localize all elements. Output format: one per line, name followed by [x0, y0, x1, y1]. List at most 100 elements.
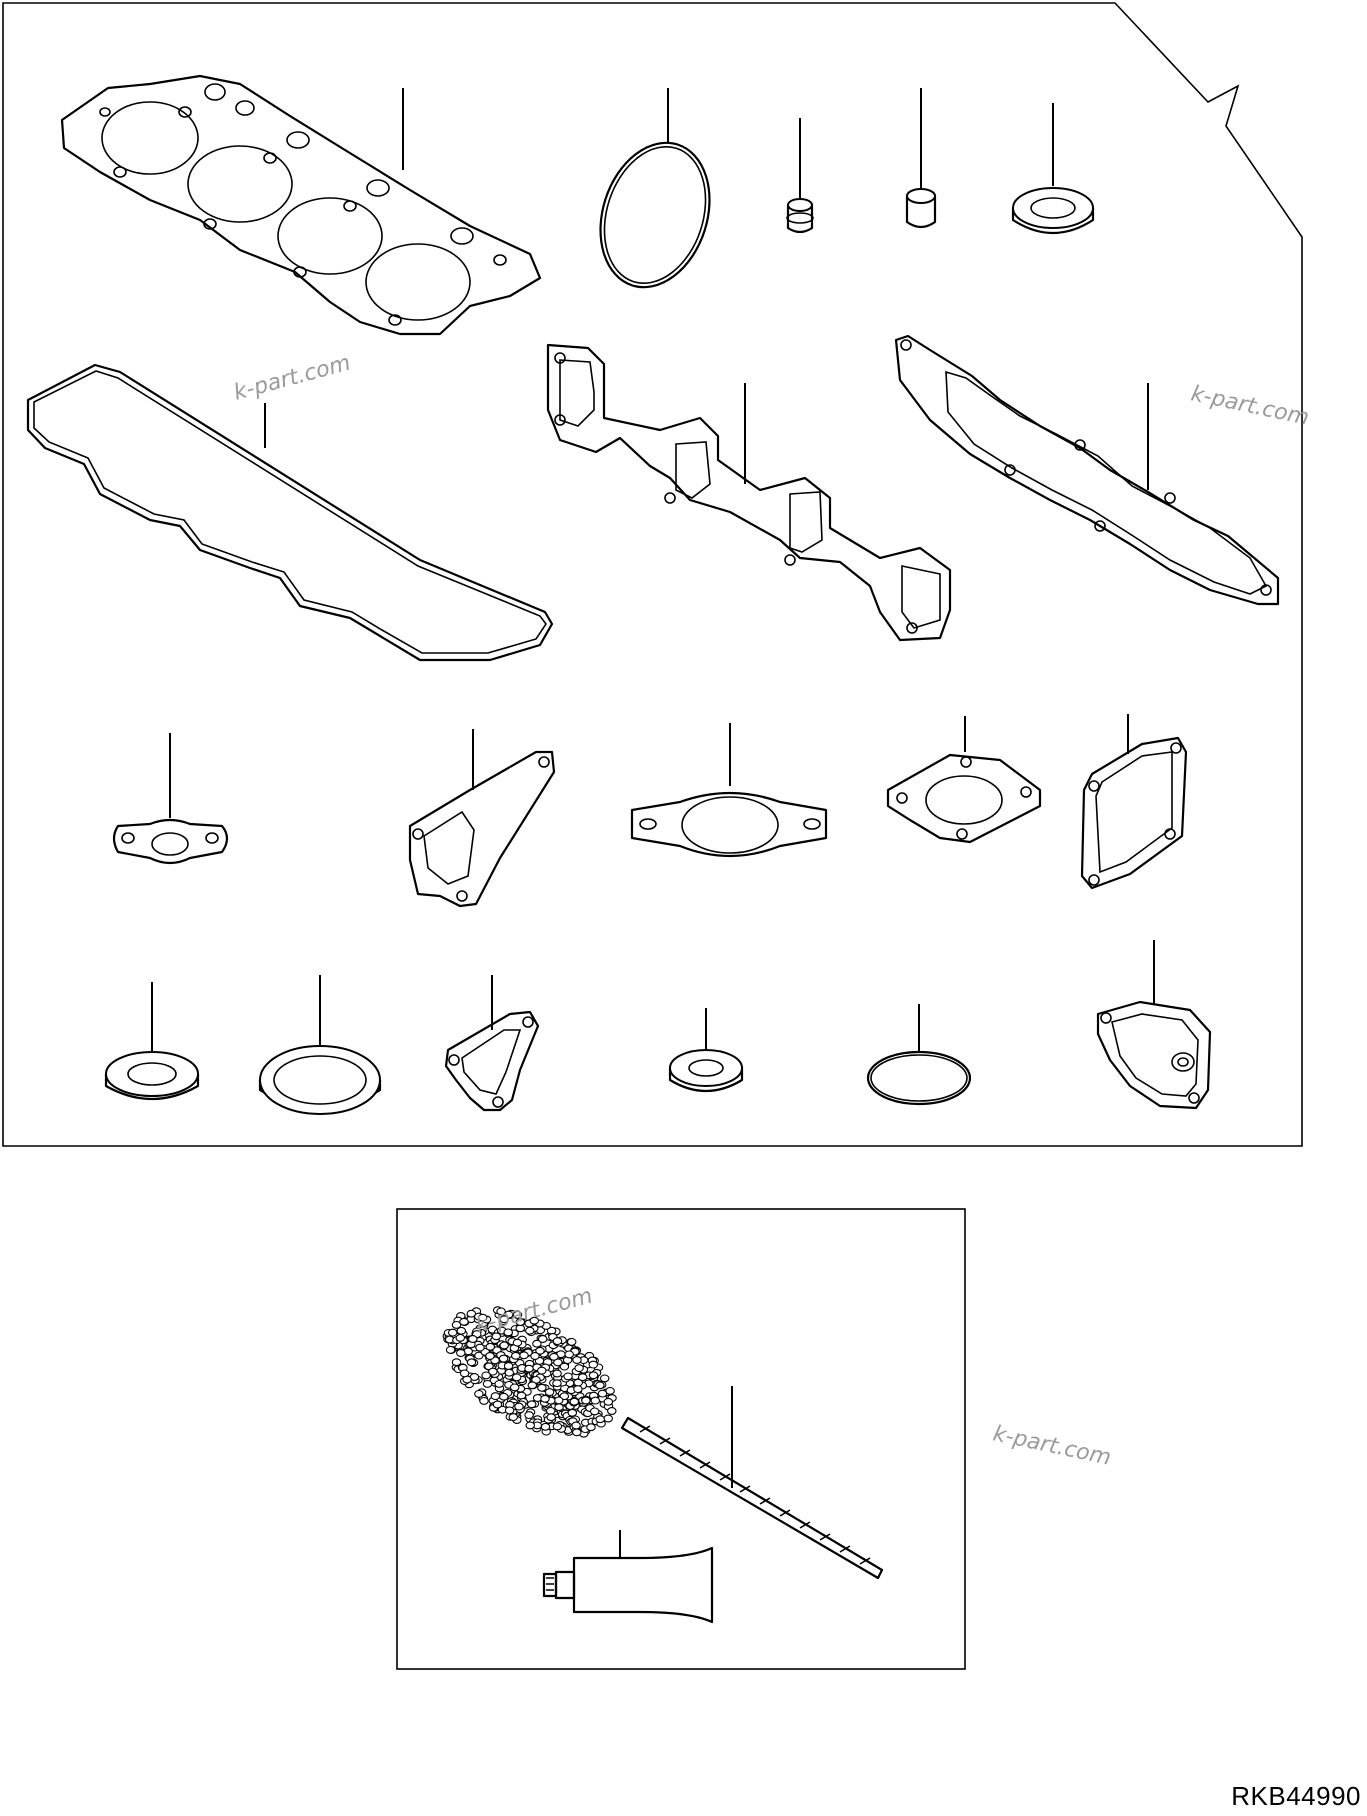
bristle — [553, 1396, 564, 1405]
bristle — [552, 1337, 563, 1346]
bristle — [552, 1379, 562, 1388]
bristle — [537, 1366, 547, 1375]
bristle — [573, 1385, 583, 1394]
bristle — [492, 1400, 503, 1409]
bristle — [512, 1338, 523, 1347]
bristle — [503, 1328, 513, 1337]
bristle — [519, 1351, 529, 1360]
bristle — [549, 1352, 559, 1361]
bristle — [482, 1379, 493, 1388]
bristle — [447, 1328, 458, 1337]
bristle — [451, 1358, 462, 1367]
bristle — [537, 1335, 548, 1343]
bristle — [559, 1362, 570, 1371]
lower-frame — [396, 1208, 966, 1670]
bristle — [474, 1351, 484, 1360]
bristle — [530, 1352, 540, 1360]
bristle — [511, 1351, 521, 1360]
bristle — [563, 1372, 573, 1381]
flange-gasket — [630, 723, 828, 858]
bristle — [514, 1402, 524, 1411]
bristle — [503, 1362, 514, 1370]
o-ring-large — [599, 88, 711, 289]
drawing-number: RKB44990 — [1231, 1781, 1361, 1811]
bristle — [554, 1403, 564, 1412]
bristle — [498, 1354, 509, 1363]
bristle — [552, 1369, 562, 1378]
bristle — [553, 1358, 563, 1367]
bristle — [504, 1406, 515, 1415]
bristle — [535, 1346, 545, 1355]
bristle — [574, 1364, 584, 1373]
bristle — [490, 1392, 501, 1401]
bristle — [607, 1407, 617, 1415]
bristle — [474, 1389, 484, 1398]
bristle — [525, 1421, 535, 1430]
watermark: k-part.com — [991, 1421, 1113, 1470]
bristle — [451, 1320, 462, 1329]
bristle — [597, 1389, 608, 1398]
bristle — [589, 1407, 600, 1416]
bristle — [588, 1371, 599, 1380]
watermark: k-part.com — [231, 351, 353, 406]
bristle — [595, 1415, 605, 1424]
bristle — [475, 1343, 485, 1352]
bristle — [581, 1396, 591, 1405]
bristle — [572, 1428, 582, 1437]
upper-frame — [2, 2, 1303, 1147]
bristle — [524, 1411, 534, 1420]
bristle — [445, 1345, 456, 1354]
exhaust-manifold-gasket — [894, 334, 1280, 606]
bushing — [905, 88, 937, 229]
bristle — [491, 1332, 502, 1341]
head-cover-gasket — [26, 363, 554, 662]
bristle — [496, 1307, 506, 1316]
cover-gasket — [1080, 714, 1188, 890]
washer-thick — [1011, 103, 1095, 235]
bristle — [485, 1342, 496, 1351]
bristle — [499, 1392, 509, 1401]
bristle — [466, 1309, 477, 1318]
bristle — [544, 1388, 555, 1397]
bristle — [526, 1400, 537, 1409]
bristle — [532, 1339, 542, 1348]
bristle — [485, 1352, 495, 1360]
washer-small — [104, 982, 200, 1100]
oil-pipe-gasket — [112, 733, 229, 865]
bristle — [588, 1360, 599, 1369]
bristle — [508, 1413, 519, 1422]
bristle — [499, 1341, 509, 1350]
bristle — [569, 1397, 580, 1406]
watermark: k-part.com — [1189, 381, 1311, 430]
bristle — [603, 1414, 613, 1423]
bristle — [590, 1396, 601, 1405]
bristle — [456, 1349, 466, 1357]
bristle — [546, 1413, 556, 1422]
bristle — [552, 1422, 563, 1431]
bristle — [572, 1356, 582, 1364]
bristle — [577, 1373, 588, 1382]
bristle — [603, 1397, 614, 1406]
bristle — [525, 1326, 535, 1335]
bristle — [455, 1333, 466, 1342]
bristle — [479, 1396, 489, 1405]
cylinder-head-gasket — [60, 74, 542, 336]
bristle — [566, 1337, 577, 1346]
bristle — [515, 1318, 526, 1326]
bristle — [529, 1316, 540, 1325]
bristle — [527, 1381, 538, 1390]
bristle — [504, 1368, 515, 1377]
bristle — [509, 1383, 520, 1392]
sealant-tube — [542, 1530, 714, 1624]
bristle — [567, 1408, 578, 1417]
bristle — [595, 1381, 605, 1390]
bristle — [586, 1423, 596, 1432]
bristle — [477, 1313, 488, 1322]
bristle — [499, 1315, 509, 1324]
bristle — [488, 1367, 498, 1376]
bristle — [459, 1369, 470, 1378]
bristle — [512, 1310, 523, 1319]
bristle — [564, 1350, 574, 1359]
thermostat-gasket — [886, 716, 1042, 844]
